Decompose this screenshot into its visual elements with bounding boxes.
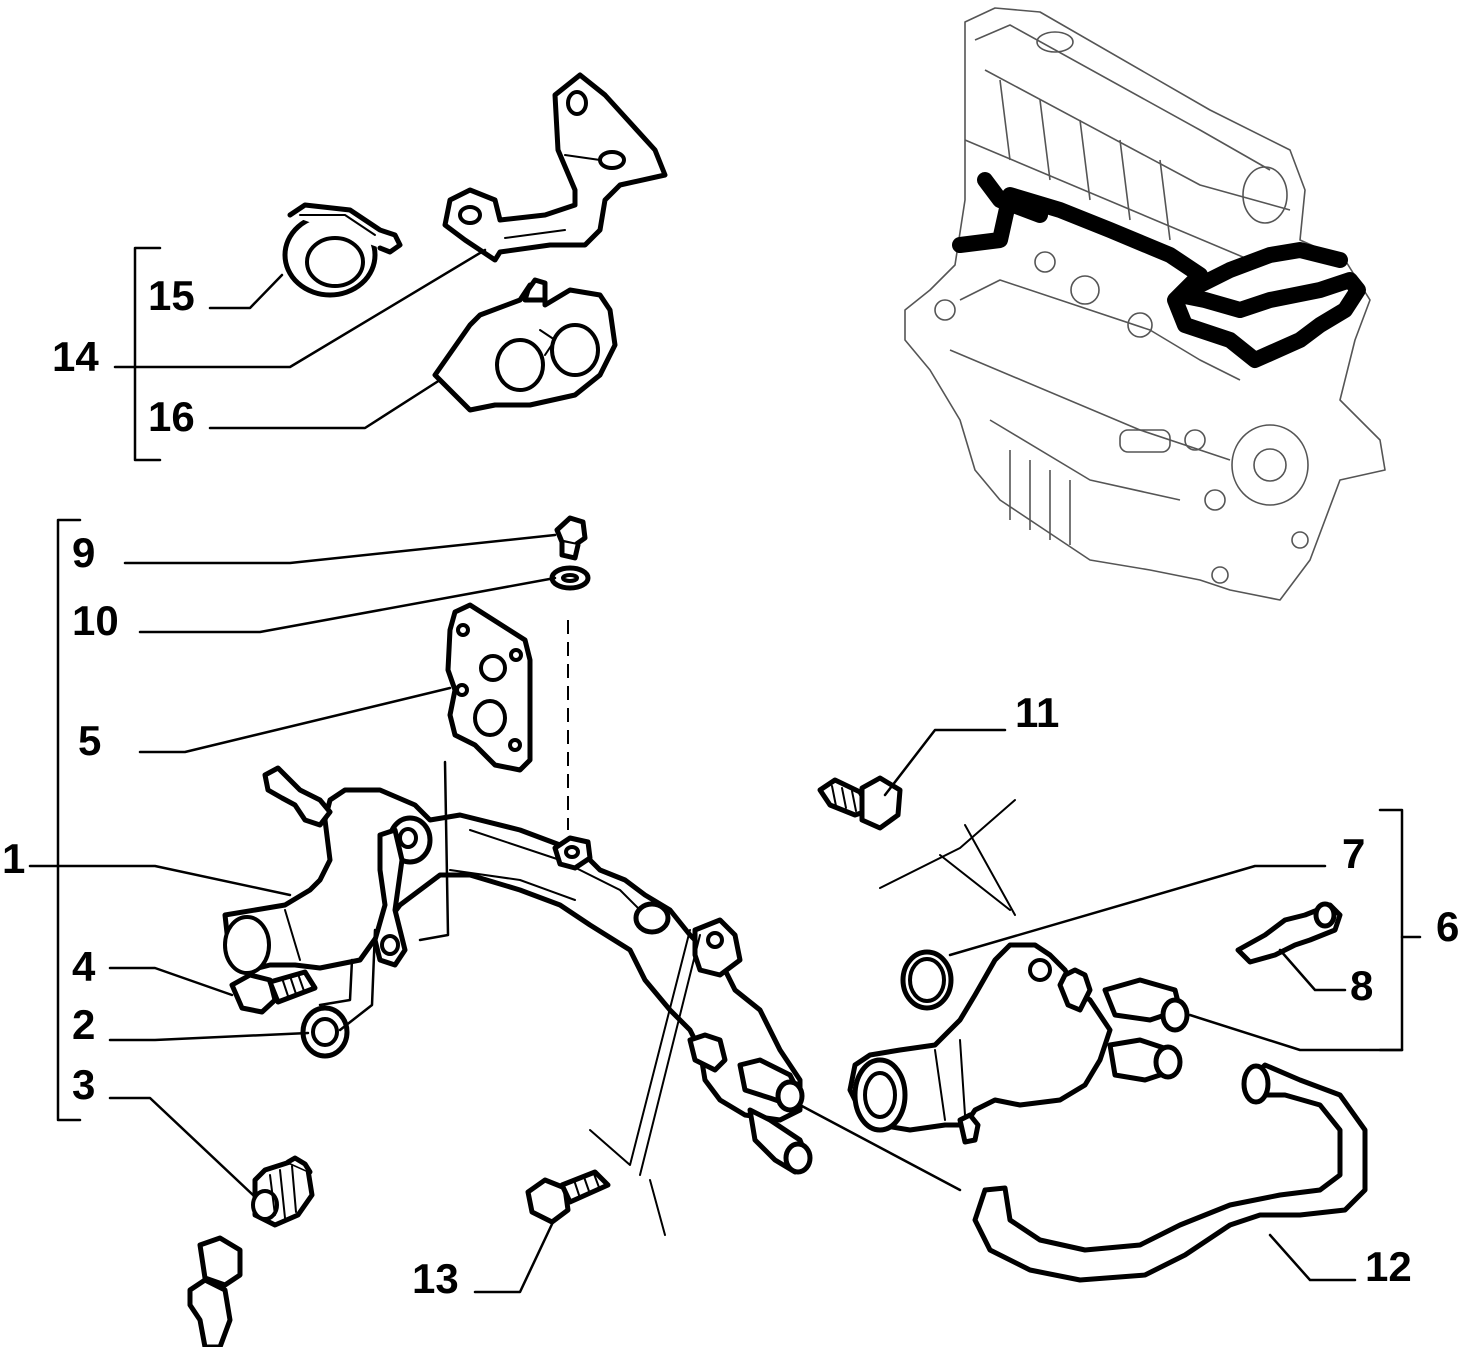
mounting-bolt-part <box>525 1169 611 1225</box>
callout-14: 14 <box>52 333 99 380</box>
thermostat-seal-ring <box>900 949 954 1011</box>
leader-lines <box>28 246 1422 1294</box>
callout-11: 11 <box>1015 689 1060 736</box>
flange-bolt-part <box>817 775 903 831</box>
orientation-arrow-marks <box>589 799 1016 1236</box>
bracket-part <box>442 72 668 263</box>
callout-13: 13 <box>412 1255 459 1302</box>
callout-3: 3 <box>72 1061 96 1108</box>
callout-10: 10 <box>72 597 119 644</box>
thermostat-housing-part <box>847 942 1190 1145</box>
bleed-screw-part <box>554 515 588 561</box>
callout-4: 4 <box>72 943 96 990</box>
temperature-sender-part <box>251 1155 315 1228</box>
hose-clamp-part <box>282 202 403 298</box>
o-ring-part <box>300 1005 350 1059</box>
thermostat-flange-part <box>432 277 618 413</box>
water-pipe-part <box>222 765 813 1175</box>
callout-9: 9 <box>72 529 96 576</box>
callout-12: 12 <box>1365 1243 1412 1290</box>
connector-hose-stub <box>187 1235 243 1347</box>
gasket-part <box>445 602 533 773</box>
callout-5: 5 <box>78 717 102 764</box>
callout-2: 2 <box>72 1001 96 1048</box>
callout-7: 7 <box>1342 830 1366 877</box>
engine-overview-illustration <box>904 7 1386 601</box>
hex-bolt-part <box>229 969 318 1015</box>
callout-8: 8 <box>1350 962 1374 1009</box>
coolant-hose-part <box>972 1062 1368 1283</box>
sealing-washer-part <box>549 565 591 591</box>
callout-6: 6 <box>1436 903 1460 950</box>
callout-1: 1 <box>2 835 26 882</box>
callout-16: 16 <box>148 393 195 440</box>
coolant-sensor-part <box>1235 901 1343 965</box>
callout-15: 15 <box>148 272 195 319</box>
